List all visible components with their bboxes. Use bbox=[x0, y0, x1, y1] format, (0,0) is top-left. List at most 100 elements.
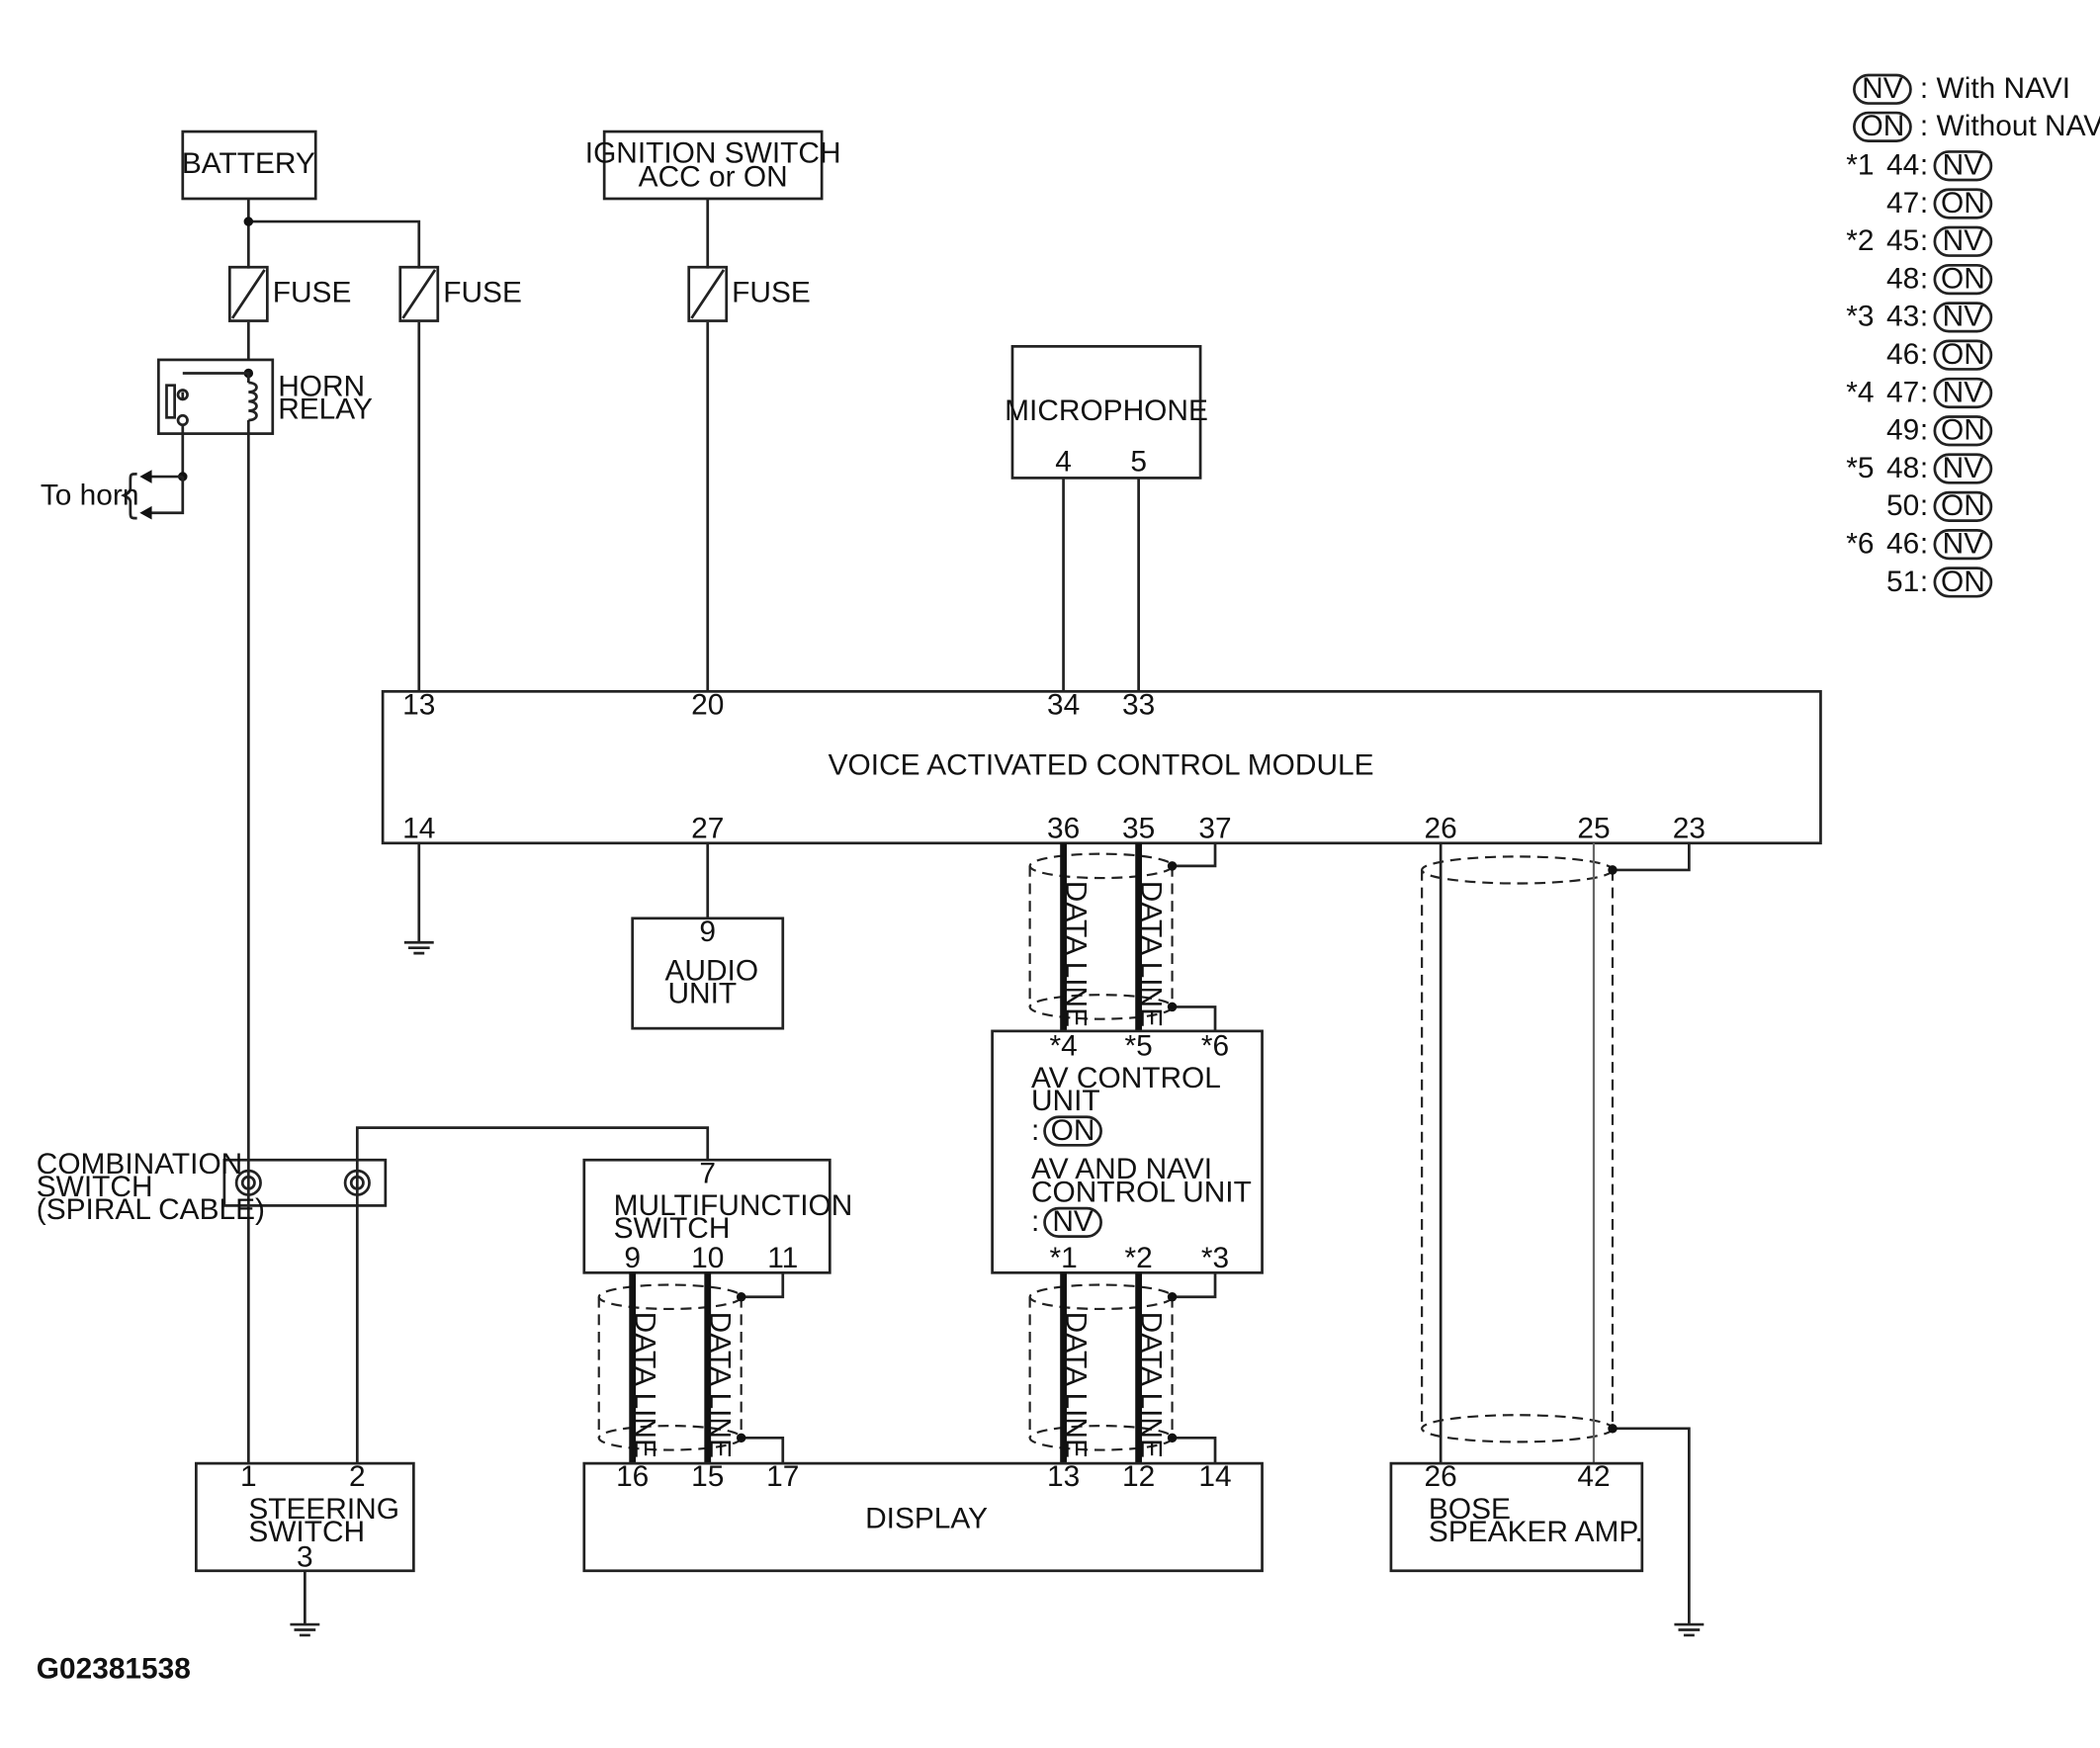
data-line-av-display: DATA LINE DATA LINE bbox=[1028, 1272, 1217, 1464]
legend-mark: *2 bbox=[1846, 224, 1874, 257]
on-tag bbox=[1933, 339, 1993, 371]
legend-pin: 44 bbox=[1886, 149, 1919, 182]
legend-tag: ON bbox=[1941, 489, 1985, 522]
horn-relay: HORN RELAY bbox=[156, 358, 373, 478]
bose-speaker-amp-box: 26 42 BOSE SPEAKER AMP. bbox=[1389, 1460, 1644, 1573]
legend-tag: NV bbox=[1943, 301, 1984, 333]
legend-colon: : bbox=[1920, 489, 1928, 522]
vacm-pin-26: 26 bbox=[1425, 812, 1457, 844]
display-label: DISPLAY bbox=[865, 1502, 988, 1534]
legend-pin: 50 bbox=[1886, 489, 1919, 522]
steering-pin-1: 1 bbox=[240, 1460, 257, 1493]
data-line-label: DATA LINE bbox=[1059, 881, 1092, 1027]
legend-tag: ON bbox=[1941, 414, 1985, 447]
display-pin-17: 17 bbox=[766, 1460, 799, 1493]
legend-mark: *5 bbox=[1846, 452, 1874, 484]
horn-relay-label-2: RELAY bbox=[278, 393, 373, 426]
multifunction-pin-11: 11 bbox=[767, 1242, 798, 1274]
legend-on-description: : Without NAVI bbox=[1920, 110, 2100, 142]
legend-colon: : bbox=[1920, 224, 1928, 257]
combination-switch-label-3: (SPIRAL CABLE) bbox=[37, 1193, 265, 1226]
av-navi-control-unit-label-2: CONTROL UNIT bbox=[1031, 1176, 1252, 1208]
on-tag bbox=[1853, 111, 1912, 142]
combination-switch-label: COMBINATION bbox=[37, 1148, 242, 1180]
nv-tag bbox=[1933, 453, 1993, 484]
vacm-label: VOICE ACTIVATED CONTROL MODULE bbox=[829, 749, 1374, 782]
battery-junction bbox=[243, 217, 254, 226]
legend-colon: : bbox=[1920, 262, 1928, 295]
bose-speaker-amp-label: BOSE bbox=[1429, 1493, 1511, 1526]
vacm-pin-13: 13 bbox=[402, 688, 435, 721]
display-pin-16: 16 bbox=[616, 1460, 649, 1493]
fuse-ignition: FUSE bbox=[687, 265, 811, 322]
multifunction-switch-label-2: SWITCH bbox=[614, 1212, 731, 1245]
legend-tag: ON bbox=[1941, 566, 1985, 598]
vacm-pin-20: 20 bbox=[691, 688, 724, 721]
audio-unit-label: AUDIO bbox=[665, 954, 759, 987]
legend-pin: 46 bbox=[1886, 527, 1919, 560]
bose-speaker-amp-label-2: SPEAKER AMP. bbox=[1429, 1516, 1643, 1548]
vacm-pin-14: 14 bbox=[402, 812, 435, 844]
svg-text:NV: NV bbox=[1052, 1205, 1094, 1238]
nv-tag bbox=[1043, 1206, 1102, 1238]
steering-pin-2: 2 bbox=[349, 1460, 366, 1493]
legend-tag: NV bbox=[1943, 224, 1984, 257]
bose-pin-42: 42 bbox=[1577, 1460, 1610, 1493]
legend-colon: : bbox=[1920, 301, 1928, 333]
legend-pin: 51 bbox=[1886, 566, 1919, 598]
voice-activated-control-module: VOICE ACTIVATED CONTROL MODULE 13 20 34 … bbox=[381, 688, 1822, 844]
fuse-horn: FUSE bbox=[227, 265, 351, 322]
av-pin-star6: *6 bbox=[1201, 1029, 1229, 1062]
data-line-multifunction-display: DATA LINE DATA LINE bbox=[597, 1272, 785, 1464]
legend-mark: *4 bbox=[1846, 376, 1874, 408]
battery-label: BATTERY bbox=[182, 147, 315, 180]
legend-tag: ON bbox=[1941, 338, 1985, 371]
nv-tag bbox=[1853, 73, 1912, 105]
av-control-unit-box: *4 *5 *6 AV CONTROL UNIT : ON AV AND NAV… bbox=[991, 1029, 1264, 1274]
legend-pin: 46 bbox=[1886, 338, 1919, 371]
microphone-label: MICROPHONE bbox=[1005, 394, 1208, 427]
steering-switch-label: STEERING bbox=[248, 1493, 399, 1526]
legend-row: 47:ON bbox=[1886, 187, 1993, 219]
on-tag bbox=[1933, 415, 1993, 447]
av-control-unit-label-2: UNIT bbox=[1031, 1085, 1100, 1117]
steering-pin-3: 3 bbox=[297, 1541, 313, 1574]
av-navi-control-unit-label: AV AND NAVI bbox=[1031, 1153, 1212, 1185]
audio-unit-label-2: UNIT bbox=[667, 977, 737, 1009]
display-pin-12: 12 bbox=[1122, 1460, 1155, 1493]
legend-row: 48:ON bbox=[1886, 262, 1993, 296]
legend-row: 49:ON bbox=[1886, 414, 1993, 447]
vacm-pin-36: 36 bbox=[1047, 812, 1080, 844]
vacm-pin-27: 27 bbox=[691, 812, 724, 844]
vacm-pin-37: 37 bbox=[1198, 812, 1231, 844]
microphone-pin-4: 4 bbox=[1055, 446, 1072, 479]
bose-pin-26: 26 bbox=[1425, 1460, 1457, 1493]
battery-box: BATTERY bbox=[181, 130, 317, 201]
legend-row: 50: ON bbox=[1886, 489, 1993, 522]
svg-text::: : bbox=[1031, 1205, 1039, 1238]
legend-tag: NV bbox=[1943, 149, 1984, 182]
microphone-box: MICROPHONE 4 5 bbox=[1005, 344, 1208, 480]
ground-symbol-bose bbox=[1674, 1622, 1705, 1637]
combination-switch: COMBINATION SWITCH (SPIRAL CABLE) bbox=[37, 1148, 388, 1226]
multifunction-switch-box: 7 MULTIFUNCTION SWITCH 9 10 11 bbox=[582, 1157, 853, 1274]
steering-switch-label-2: SWITCH bbox=[248, 1516, 365, 1548]
legend-pin: 48 bbox=[1886, 452, 1919, 484]
steering-switch-box: 1 2 STEERING SWITCH 3 bbox=[195, 1460, 415, 1574]
vacm-pin-35: 35 bbox=[1122, 812, 1155, 844]
ignition-switch-mode-label: ACC or ON bbox=[639, 161, 788, 194]
on-tag bbox=[1933, 263, 1993, 296]
legend-colon: : bbox=[1920, 187, 1928, 219]
multifunction-switch-label: MULTIFUNCTION bbox=[614, 1189, 853, 1222]
svg-text::: : bbox=[1031, 1114, 1039, 1147]
legend-colon: : bbox=[1920, 527, 1928, 560]
data-line-label: DATA LINE bbox=[703, 1312, 736, 1458]
legend-pin: 47 bbox=[1886, 187, 1919, 219]
on-tag bbox=[1933, 188, 1993, 219]
ignition-switch-label: IGNITION SWITCH bbox=[585, 136, 841, 169]
svg-text:ON: ON bbox=[1861, 110, 1905, 142]
